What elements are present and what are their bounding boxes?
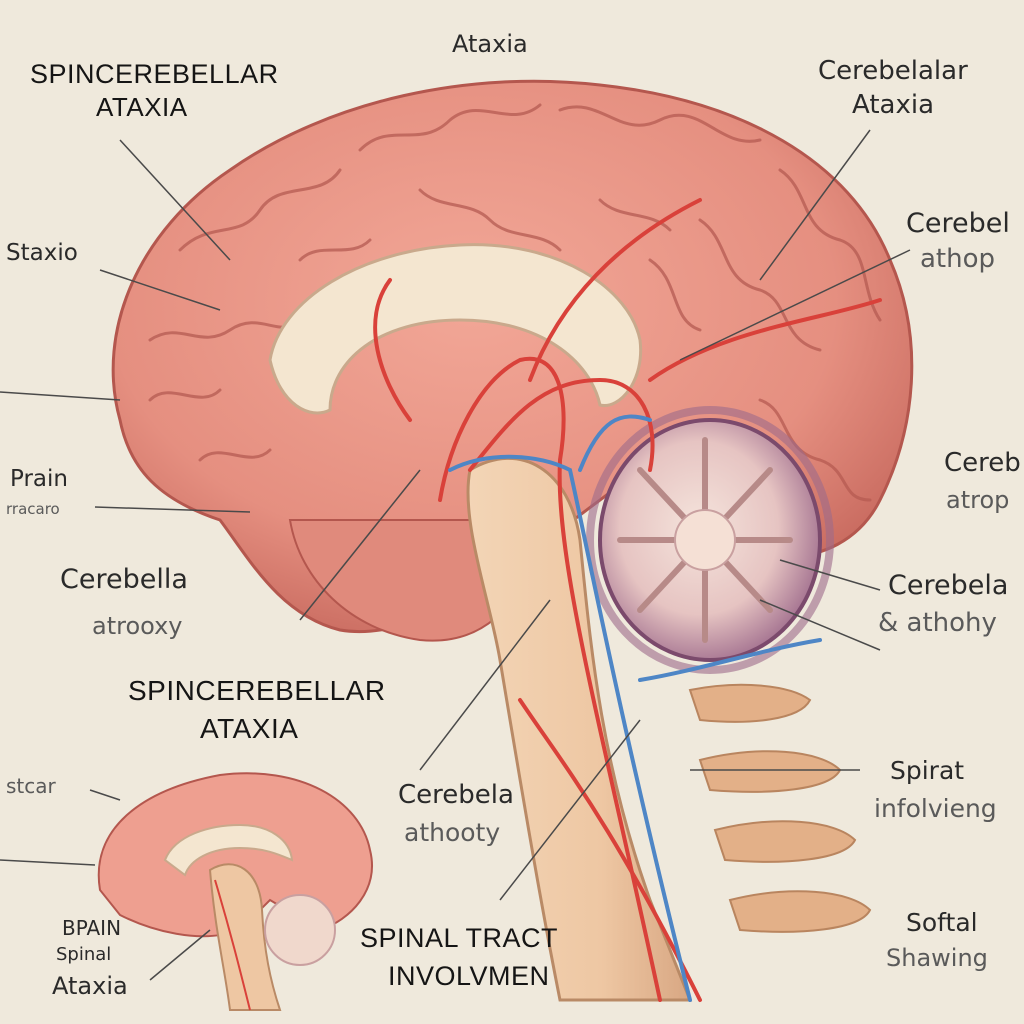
label-center-spin-line1: SPINCEREBELLAR [128,675,386,706]
label-inset-brain-line2: Spinal [56,944,112,965]
label-prain-line2: rracaro [6,500,60,518]
label-right-upper-line1: Cerebel [906,208,1010,239]
label-spinal-tract-line1: SPINAL TRACT [360,923,559,953]
label-right-mid-line1: Cereb [944,448,1021,478]
label-top-right-line2: Ataxia [852,90,934,120]
leader-lines [0,129,911,981]
label-right-cerebela-line1: Cerebela [888,570,1009,601]
label-prain-line1: Prain [10,466,68,492]
label-top-right-line1: Cerebelalar [818,56,968,86]
label-staxio: Staxio [6,240,78,266]
label-inset-brain-line1: BPAIN [62,916,122,940]
label-top-center: Ataxia [452,30,528,58]
arteries [373,198,882,1002]
vertebrae [688,683,872,933]
label-center-cerebela-line1: Cerebela [398,780,514,810]
label-right-upper-line2: athop [920,244,996,274]
label-inset-brain-line3: Ataxia [52,972,128,1000]
label-bottom-left-stcar: stcar [6,774,56,798]
label-left-cerebella-line1: Cerebella [60,564,188,595]
veins [448,414,822,1002]
label-top-left-line2: ATAXIA [96,92,188,122]
label-spinal-tract-line2: INVOLVMEN [388,961,550,991]
corpus-callosum [268,243,643,415]
label-center-spin-line2: ATAXIA [200,713,299,744]
inset-brain [97,772,373,1011]
label-right-spiral-line2: infolvieng [874,794,997,823]
label-top-left-line1: SPINCEREBELLAR [30,59,279,89]
cerebellum-rim [586,406,834,674]
label-right-mid-line2: atrop [946,486,1010,514]
label-right-soft-line1: Softal [906,908,978,937]
label-center-cerebela-line2: athooty [404,818,501,847]
label-right-cerebela-line2: & athohy [878,608,997,638]
label-right-spiral-line1: Spirat [890,756,965,785]
label-left-cerebella-line2: atrooxy [92,612,183,640]
label-right-soft-line2: Shawing [886,944,988,972]
cerebellum-core [674,509,736,571]
